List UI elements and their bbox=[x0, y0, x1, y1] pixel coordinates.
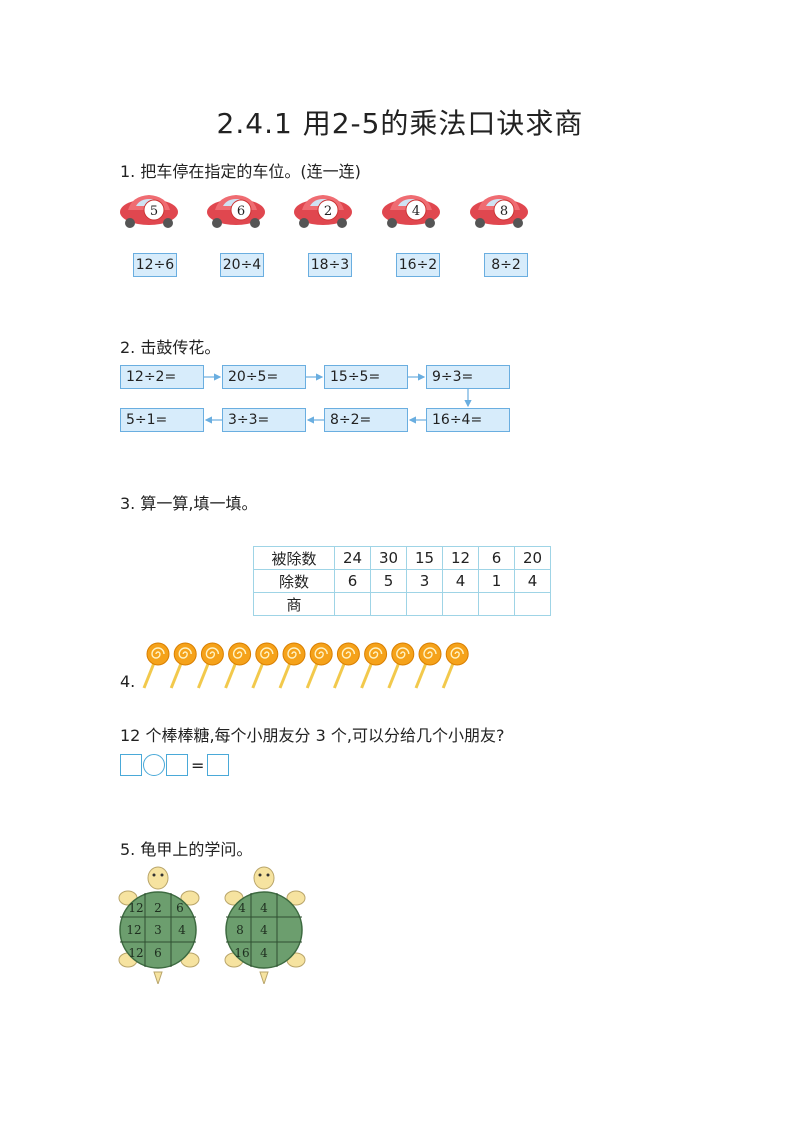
chain-box[interactable]: 20÷5= bbox=[222, 365, 306, 389]
parking-spot[interactable]: 20÷4 bbox=[220, 253, 264, 277]
page-title: 2.4.1 用2-5的乘法口诀求商 bbox=[216, 107, 584, 140]
answer-cell[interactable] bbox=[334, 592, 371, 616]
car-number: 2 bbox=[324, 204, 332, 219]
division-table: 被除数 24 30 15 12 6 20 除数 6 5 3 4 1 4 商 bbox=[253, 546, 551, 616]
chain-box[interactable]: 5÷1= bbox=[120, 408, 204, 432]
table-cell: 24 bbox=[334, 546, 371, 570]
operator-circle[interactable] bbox=[143, 754, 165, 776]
row-header: 被除数 bbox=[253, 546, 335, 570]
lollipop-icon bbox=[224, 642, 252, 689]
row-header: 商 bbox=[253, 592, 335, 616]
answer-equation: = bbox=[120, 754, 230, 776]
lollipop-icon bbox=[387, 642, 415, 689]
answer-box[interactable] bbox=[207, 754, 230, 776]
parking-spot[interactable]: 18÷3 bbox=[308, 253, 352, 277]
table-row: 被除数 24 30 15 12 6 20 bbox=[253, 546, 551, 570]
answer-cell[interactable] bbox=[406, 592, 443, 616]
question-3-prompt: 3. 算一算,填一填。 bbox=[120, 494, 258, 513]
table-cell: 5 bbox=[370, 569, 407, 593]
shell-number: 12 bbox=[126, 923, 141, 937]
table-row: 除数 6 5 3 4 1 4 bbox=[253, 569, 551, 593]
table-cell: 15 bbox=[406, 546, 443, 570]
shell-number: 16 bbox=[234, 946, 249, 960]
equals-sign: = bbox=[191, 755, 205, 775]
shell-number: 6 bbox=[176, 901, 184, 915]
parking-spot[interactable]: 8÷2 bbox=[484, 253, 528, 277]
lollipop-icon bbox=[197, 642, 224, 689]
answer-box[interactable] bbox=[120, 754, 142, 776]
car-icon: 8 bbox=[470, 195, 528, 228]
chain-box[interactable]: 16÷4= bbox=[426, 408, 510, 432]
chain-box[interactable]: 12÷2= bbox=[120, 365, 204, 389]
lollipop-icon bbox=[414, 642, 442, 689]
shell-number: 3 bbox=[154, 923, 162, 937]
answer-cell[interactable] bbox=[478, 592, 515, 616]
answer-cell[interactable] bbox=[514, 592, 551, 616]
question-1-prompt: 1. 把车停在指定的车位。(连一连) bbox=[120, 162, 361, 181]
shell-number: 2 bbox=[154, 901, 162, 915]
table-cell: 30 bbox=[370, 546, 407, 570]
answer-box[interactable] bbox=[166, 754, 188, 776]
shell-number: 4 bbox=[178, 923, 186, 937]
chain-box[interactable]: 15÷5= bbox=[324, 365, 408, 389]
car-number: 8 bbox=[500, 204, 508, 219]
table-cell: 20 bbox=[514, 546, 551, 570]
lollipop-icon bbox=[142, 642, 170, 689]
car-2[interactable]: 2 bbox=[292, 190, 354, 234]
lollipop-icon bbox=[251, 642, 279, 689]
car-number: 4 bbox=[412, 204, 420, 219]
lollipop-icon bbox=[278, 642, 306, 689]
turtle-1: 12 2 6 12 3 4 12 6 bbox=[118, 866, 200, 984]
question-2-prompt: 2. 击鼓传花。 bbox=[120, 338, 221, 357]
lollipop-icon bbox=[360, 642, 388, 689]
car-icon: 5 bbox=[120, 195, 178, 228]
shell-number: 4 bbox=[238, 901, 246, 915]
parking-spot[interactable]: 12÷6 bbox=[133, 253, 177, 277]
shell-number: 6 bbox=[154, 946, 162, 960]
shell-number: 4 bbox=[260, 946, 268, 960]
car-number: 6 bbox=[237, 204, 245, 219]
car-4[interactable]: 4 bbox=[380, 190, 442, 234]
question-5-prompt: 5. 龟甲上的学问。 bbox=[120, 840, 253, 859]
question-4-number: 4. bbox=[120, 672, 136, 691]
shell-number: 8 bbox=[236, 923, 244, 937]
turtle-2: 4 4 8 4 16 4 bbox=[224, 866, 306, 984]
table-cell: 12 bbox=[442, 546, 479, 570]
car-6[interactable]: 6 bbox=[205, 190, 267, 234]
table-cell: 3 bbox=[406, 569, 443, 593]
question-4-text: 12 个棒棒糖,每个小朋友分 3 个,可以分给几个小朋友? bbox=[120, 726, 505, 745]
row-header: 除数 bbox=[253, 569, 335, 593]
table-cell: 6 bbox=[478, 546, 515, 570]
table-cell: 4 bbox=[442, 569, 479, 593]
chain-box[interactable]: 3÷3= bbox=[222, 408, 306, 432]
lollipop-row bbox=[142, 642, 469, 689]
chain-arrows bbox=[204, 373, 472, 424]
chain-box[interactable]: 8÷2= bbox=[324, 408, 408, 432]
table-cell: 4 bbox=[514, 569, 551, 593]
shell-number: 4 bbox=[260, 923, 268, 937]
table-cell: 6 bbox=[334, 569, 371, 593]
chain-box[interactable]: 9÷3= bbox=[426, 365, 510, 389]
lollipop-icon bbox=[441, 642, 469, 689]
lollipop-icon bbox=[305, 642, 333, 689]
shell-number: 4 bbox=[260, 901, 268, 915]
car-number: 5 bbox=[150, 204, 158, 219]
parking-spot[interactable]: 16÷2 bbox=[396, 253, 440, 277]
car-icon: 2 bbox=[294, 195, 352, 228]
table-cell: 1 bbox=[478, 569, 515, 593]
car-icon: 6 bbox=[207, 195, 265, 228]
car-8[interactable]: 8 bbox=[468, 190, 530, 234]
lollipop-icon bbox=[169, 642, 197, 689]
answer-cell[interactable] bbox=[442, 592, 479, 616]
answer-cell[interactable] bbox=[370, 592, 407, 616]
lollipop-icon bbox=[333, 642, 360, 689]
shell-number: 12 bbox=[128, 901, 143, 915]
car-5[interactable]: 5 bbox=[118, 190, 180, 234]
shell-number: 12 bbox=[128, 946, 143, 960]
car-icon: 4 bbox=[382, 195, 440, 228]
table-row: 商 bbox=[253, 592, 551, 616]
